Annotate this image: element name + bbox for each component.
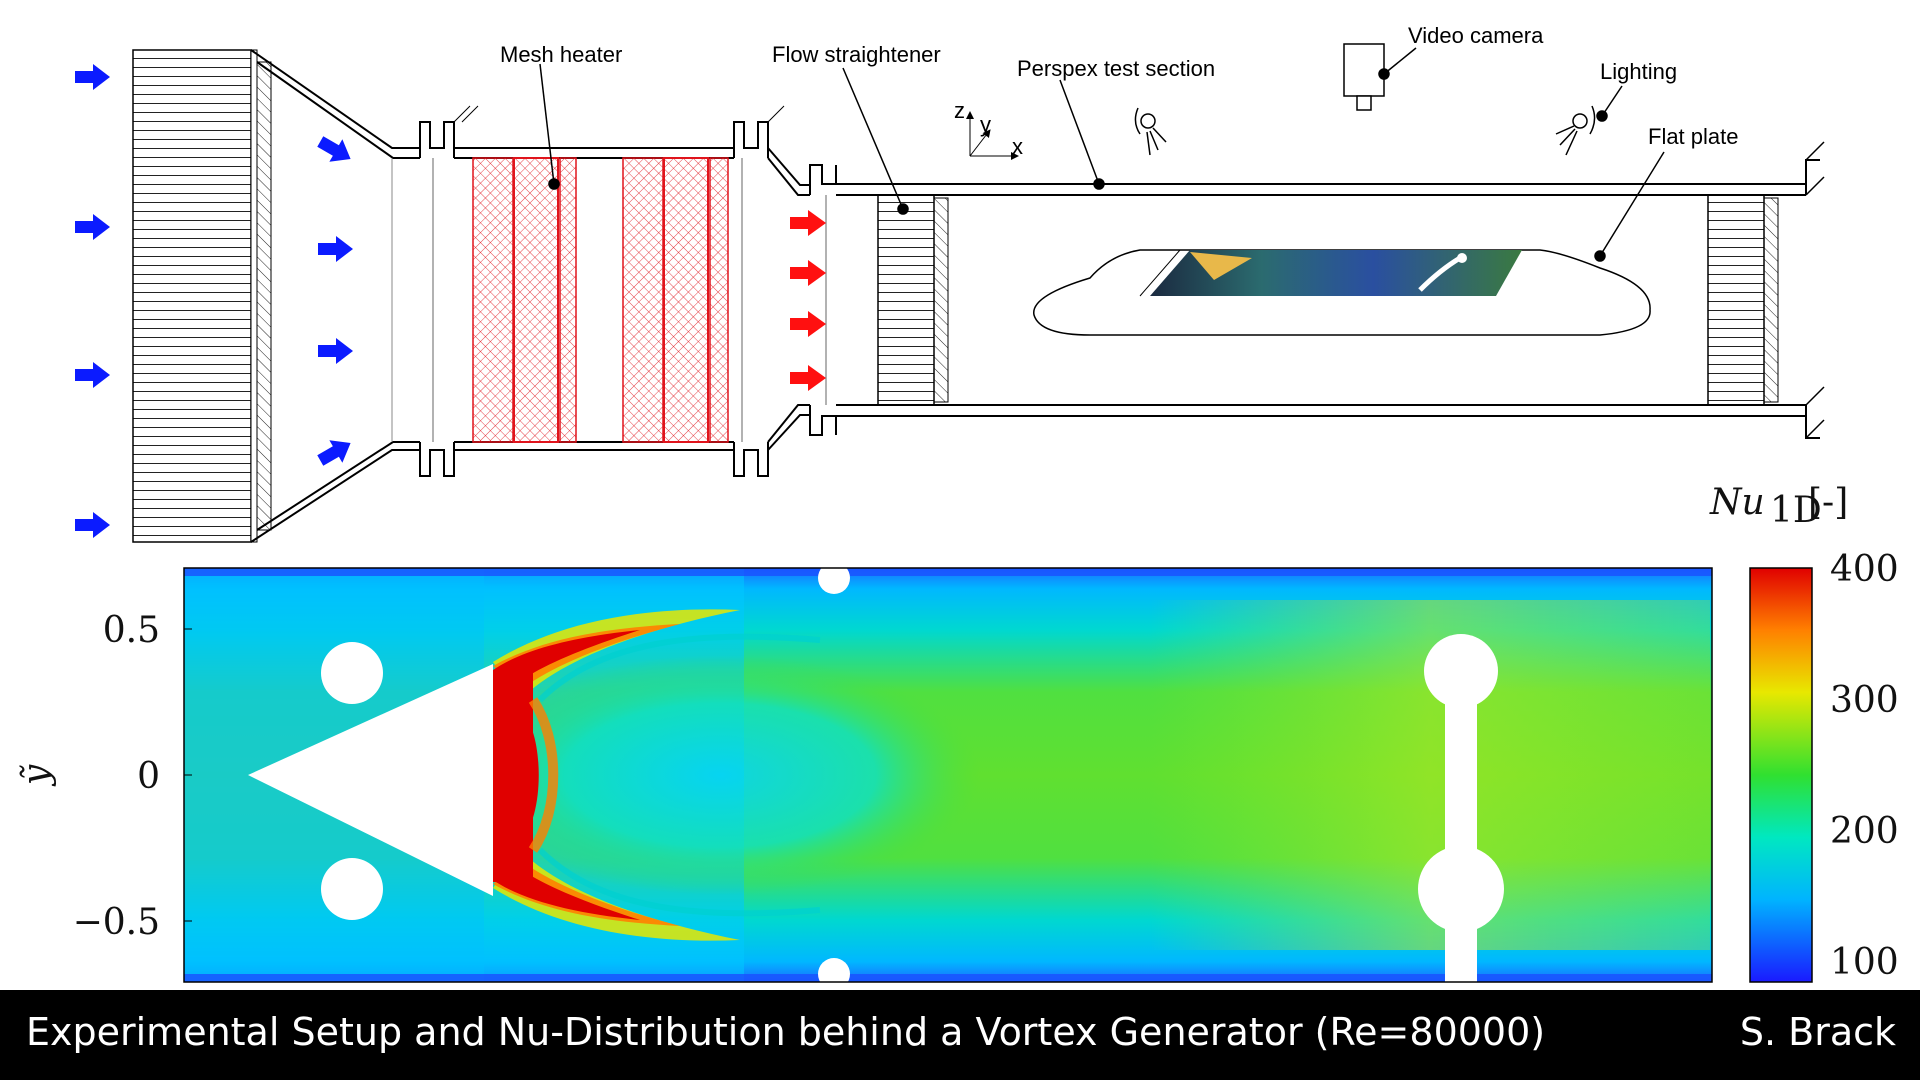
video-camera-icon [1343,43,1385,111]
lighting-label: Lighting [1600,59,1677,84]
marker-hole [321,642,383,704]
colorbar-tick-label: 300 [1830,680,1899,721]
y-tick-label: −0.5 [73,902,160,943]
lighting-lamp-left-icon [1134,107,1167,156]
thermocouple-wire-mask [1445,671,1477,982]
mesh-heater-label: Mesh heater [500,42,622,67]
colorbar-unit: [-] [1808,482,1848,523]
axis-z-label: z [954,98,965,123]
colorbar-tick-label: 200 [1830,811,1899,852]
flow-straightener [877,194,949,406]
axis-y-label: y [980,112,991,137]
inflow-arrow-icon [318,338,353,364]
flat-plate [1033,249,1651,336]
caption-bar: Experimental Setup and Nu-Distribution b… [0,990,1920,1080]
flange-left [419,105,479,477]
heated-arrow-icon [790,311,826,337]
nusselt-heatmap: 0.5 0 −0.5 ỹ [16,562,1713,990]
video-camera-label: Video camera [1408,23,1544,48]
heated-arrow-icon [790,260,826,286]
y-tick-marks [184,628,192,922]
inflow-arrow-icon [75,64,110,90]
heated-arrow-icon [790,210,826,236]
leader-lines [539,47,1665,262]
coordinate-axes: x z y [954,98,1023,160]
colorbar-tick-label: 100 [1830,942,1899,983]
heatmap-masks [248,562,1504,990]
inflow-arrows [75,64,353,538]
colorbar-tick-label: 400 [1830,549,1899,590]
colorbar-gradient [1749,567,1813,983]
flat-plate-label: Flat plate [1648,124,1739,149]
colorbar: 400 300 200 100 Nu 1D [-] [1709,482,1899,983]
y-axis-label: ỹ [16,764,57,787]
outlet-honeycomb [1707,194,1779,406]
inflow-arrow-icon [75,512,110,538]
inflow-arrow-icon [75,214,110,240]
flange-right [733,105,785,477]
marker-hole [818,562,850,594]
y-tick-label: 0.5 [103,610,160,651]
mesh-heater [472,157,729,443]
heated-flow-arrows [790,210,826,391]
colorbar-label: Nu [1709,482,1765,523]
inflow-arrow-icon [318,236,353,262]
caption-title: Experimental Setup and Nu-Distribution b… [26,1010,1546,1054]
colorbar-label-subscript: 1D [1770,490,1822,531]
inflow-arrow-icon [75,362,110,388]
plate-vortex-generator [1190,252,1252,280]
y-tick-label: 0 [137,756,160,797]
vortex-generator-mask [248,664,493,896]
caption-author: S. Brack [1739,1010,1896,1054]
perspex-test-section-label: Perspex test section [1017,56,1215,81]
wind-tunnel-schematic: x z y [75,23,1825,543]
flow-straightener-label: Flow straightener [772,42,941,67]
inflow-arrow-icon [317,136,351,162]
lighting-lamp-right-icon [1555,105,1596,156]
second-contraction [767,147,837,451]
contraction-walls [250,49,420,543]
marker-hole [321,858,383,920]
axis-x-label: x [1012,134,1023,159]
inflow-arrow-icon [317,440,351,466]
marker-hole [818,958,850,990]
heated-arrow-icon [790,365,826,391]
inlet-honeycomb [132,49,272,543]
